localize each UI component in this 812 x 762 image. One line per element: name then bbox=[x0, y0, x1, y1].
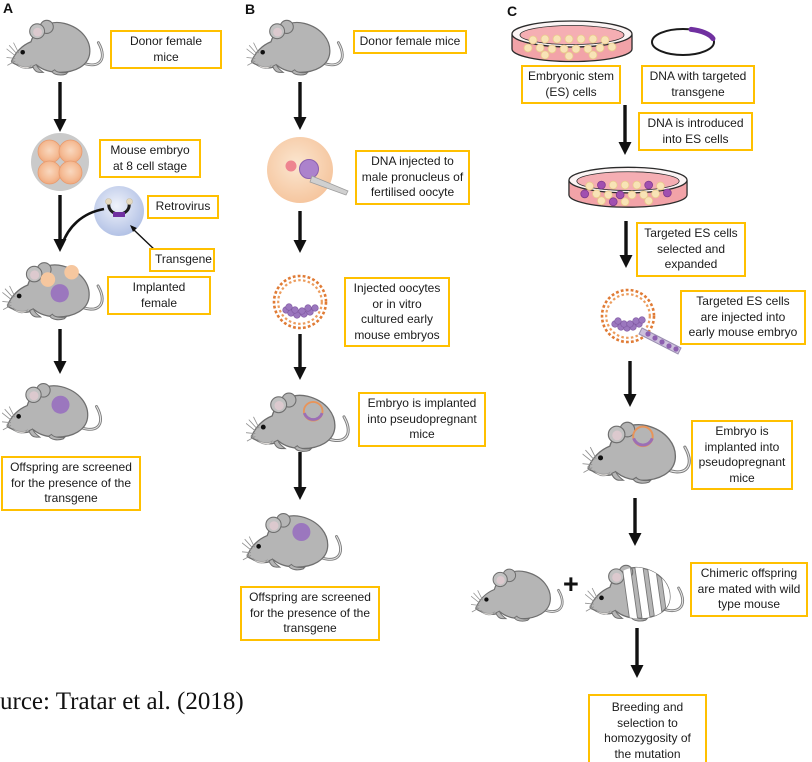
arrow-down-icon bbox=[293, 452, 307, 500]
chimeric-mouse-icon bbox=[585, 551, 692, 634]
mouse-icon bbox=[246, 12, 352, 82]
es-cells-selected-box: Targeted ES cells selected and expanded bbox=[636, 222, 746, 277]
arrow-down-icon bbox=[630, 628, 644, 678]
targeted-dna-box: DNA with targeted transgene bbox=[641, 65, 755, 105]
arrow-down-icon bbox=[628, 498, 642, 546]
petri-dish-es-cells-icon bbox=[511, 20, 633, 63]
implanted-female-mouse-icon bbox=[2, 254, 112, 327]
arrow-down-icon bbox=[53, 329, 67, 374]
es-cells-box: Embryonic stem (ES) cells bbox=[521, 65, 621, 105]
arrow-down-icon bbox=[618, 105, 632, 155]
oocyte-injection-icon bbox=[267, 137, 349, 203]
pseudopregnant-mouse-icon bbox=[246, 384, 358, 459]
retrovirus-icon bbox=[94, 186, 144, 236]
dna-injected-box: DNA injected to male pronucleus of ferti… bbox=[355, 150, 470, 205]
arrow-down-icon bbox=[293, 334, 307, 380]
panel-c-label: C bbox=[507, 3, 518, 19]
plasmid-icon bbox=[651, 26, 716, 56]
source-citation: urce: Tratar et al. (2018) bbox=[0, 688, 244, 715]
arrow-down-icon bbox=[623, 361, 637, 407]
eight-cell-embryo-icon bbox=[31, 133, 89, 191]
offspring-mouse-icon bbox=[242, 505, 350, 577]
breeding-selection-box: Breeding and selection to homozygosity o… bbox=[588, 694, 707, 762]
panel-a-label: A bbox=[3, 0, 14, 16]
panel-b-label: B bbox=[245, 1, 256, 17]
retrovirus-box: Retrovirus bbox=[147, 195, 219, 219]
pseudopregnant-mouse-icon bbox=[577, 413, 705, 491]
plus-sign: + bbox=[563, 569, 579, 599]
wild-type-mouse-icon bbox=[471, 556, 571, 633]
arrow-down-icon bbox=[293, 211, 307, 253]
embryo-implanted-box-b: Embryo is implanted into pseudopregnant … bbox=[358, 392, 486, 447]
implanted-female-box: Implanted female bbox=[107, 276, 211, 316]
offspring-mouse-icon bbox=[2, 375, 110, 447]
offspring-screened-box-a: Offspring are screened for the presence … bbox=[1, 456, 141, 511]
blastocyst-injection-icon bbox=[600, 288, 682, 355]
mouse-icon bbox=[6, 12, 112, 82]
embryo-implanted-box-c: Embryo is implanted into pseudopregnant … bbox=[691, 420, 793, 491]
transgene-box: Transgene bbox=[149, 248, 215, 272]
arrow-down-icon bbox=[293, 82, 307, 130]
arrow-down-icon bbox=[53, 82, 67, 132]
injected-oocytes-box: Injected oocytes or in vitro cultured ea… bbox=[344, 277, 450, 348]
donor-female-box-b: Donor female mice bbox=[353, 30, 467, 54]
embryo-stage-box: Mouse embryo at 8 cell stage bbox=[99, 139, 201, 179]
curved-connector-icon bbox=[60, 207, 105, 246]
arrow-down-icon bbox=[619, 221, 633, 268]
es-cells-injected-box: Targeted ES cells are injected into earl… bbox=[680, 290, 806, 345]
donor-female-box-a: Donor female mice bbox=[110, 30, 222, 70]
dna-introduced-box: DNA is introduced into ES cells bbox=[638, 112, 753, 152]
offspring-screened-box-b: Offspring are screened for the presence … bbox=[240, 586, 380, 641]
transgene-pointer-icon bbox=[130, 225, 157, 252]
chimeric-offspring-box: Chimeric offspring are mated with wild t… bbox=[690, 562, 808, 617]
petri-dish-targeted-cells-icon bbox=[568, 166, 688, 208]
blastocyst-icon bbox=[272, 274, 328, 330]
